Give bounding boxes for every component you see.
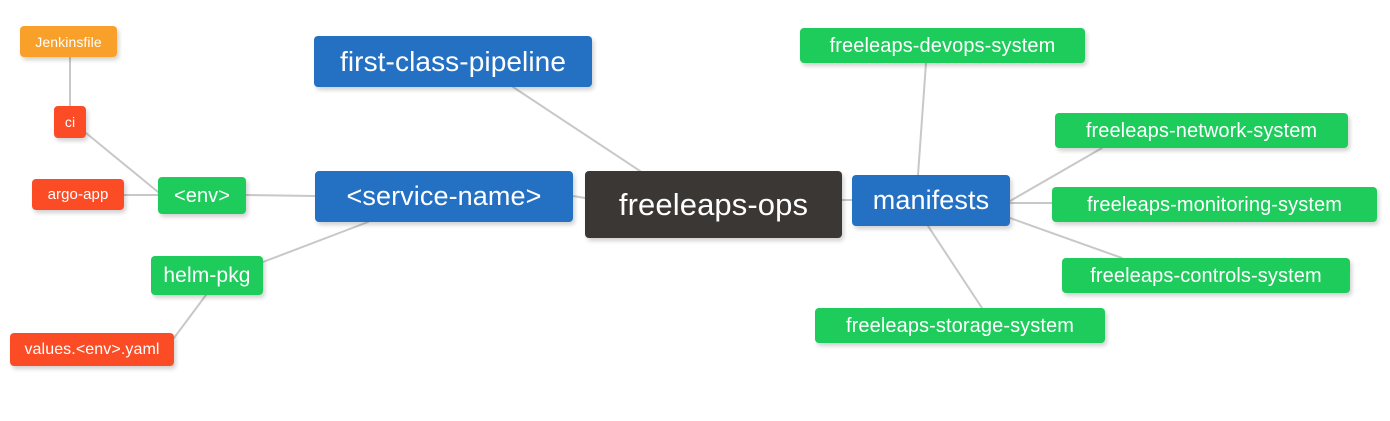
node-manifests[interactable]: manifests [852,175,1010,226]
node-label-freeleaps-devops-system: freeleaps-devops-system [829,34,1056,57]
node-label-service-name: <service-name> [346,181,542,211]
node-label-values-env-yaml: values.<env>.yaml [24,340,160,358]
edge-service-name-to-freeleaps-ops [572,195,586,199]
node-helm-pkg[interactable]: helm-pkg [151,256,263,295]
node-argo-app[interactable]: argo-app [32,179,124,210]
node-freeleaps-storage-system[interactable]: freeleaps-storage-system [815,308,1105,343]
node-freeleaps-ops[interactable]: freeleaps-ops [585,171,842,238]
node-service-name[interactable]: <service-name> [315,171,573,222]
node-freeleaps-devops-system[interactable]: freeleaps-devops-system [800,28,1085,63]
edge-helm-pkg-to-service-name [262,221,369,263]
node-env[interactable]: <env> [158,177,246,214]
node-label-first-class-pipeline: first-class-pipeline [339,45,567,77]
edge-manifests-to-freeleaps-devops-system [917,62,927,176]
node-first-class-pipeline[interactable]: first-class-pipeline [314,36,592,87]
node-label-freeleaps-network-system: freeleaps-network-system [1085,119,1318,142]
node-freeleaps-monitoring-system[interactable]: freeleaps-monitoring-system [1052,187,1377,222]
node-label-freeleaps-ops: freeleaps-ops [618,187,809,222]
node-label-freeleaps-storage-system: freeleaps-storage-system [845,314,1075,337]
edge-env-to-service-name [245,194,316,197]
node-label-argo-app: argo-app [47,186,109,203]
node-jenkinsfile[interactable]: Jenkinsfile [20,26,117,57]
node-label-jenkinsfile: Jenkinsfile [35,33,102,50]
node-label-ci: ci [64,114,76,130]
node-label-helm-pkg: helm-pkg [163,264,251,287]
edge-manifests-to-freeleaps-controls-system [1009,217,1123,259]
node-label-freeleaps-controls-system: freeleaps-controls-system [1090,264,1322,287]
node-freeleaps-network-system[interactable]: freeleaps-network-system [1055,113,1348,148]
node-freeleaps-controls-system[interactable]: freeleaps-controls-system [1062,258,1350,293]
node-label-manifests: manifests [872,185,990,215]
edge-values-env-yaml-to-helm-pkg [173,294,207,339]
node-ci[interactable]: ci [54,106,86,138]
edge-manifests-to-freeleaps-storage-system [927,225,983,309]
node-values-env-yaml[interactable]: values.<env>.yaml [10,333,174,366]
node-label-env: <env> [173,184,231,207]
node-label-freeleaps-monitoring-system: freeleaps-monitoring-system [1086,193,1342,216]
edge-first-class-pipeline-to-freeleaps-ops [512,86,641,172]
